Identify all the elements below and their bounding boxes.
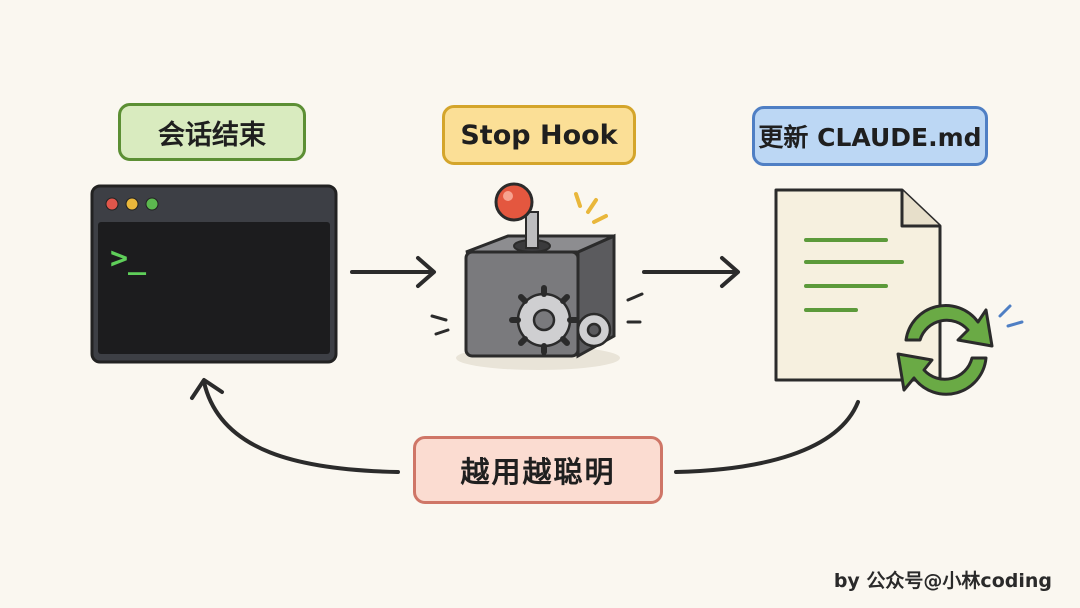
update-claude-md-label: 更新 CLAUDE.md — [752, 106, 988, 166]
arrow-right-icon — [642, 256, 740, 288]
loop-arrow-icon — [190, 378, 860, 474]
terminal-icon: >_ — [90, 184, 338, 364]
refresh-icon — [896, 304, 1024, 396]
joystick-gears-icon — [430, 182, 644, 370]
document-icon — [774, 188, 942, 382]
credit-text: by 公众号@小林coding — [833, 570, 1052, 592]
loop-label: 越用越聪明 — [413, 436, 663, 504]
session-end-label: 会话结束 — [118, 103, 306, 161]
arrow-right-icon — [350, 256, 436, 288]
stop-hook-label: Stop Hook — [442, 105, 636, 165]
terminal-prompt: >_ — [110, 241, 147, 276]
